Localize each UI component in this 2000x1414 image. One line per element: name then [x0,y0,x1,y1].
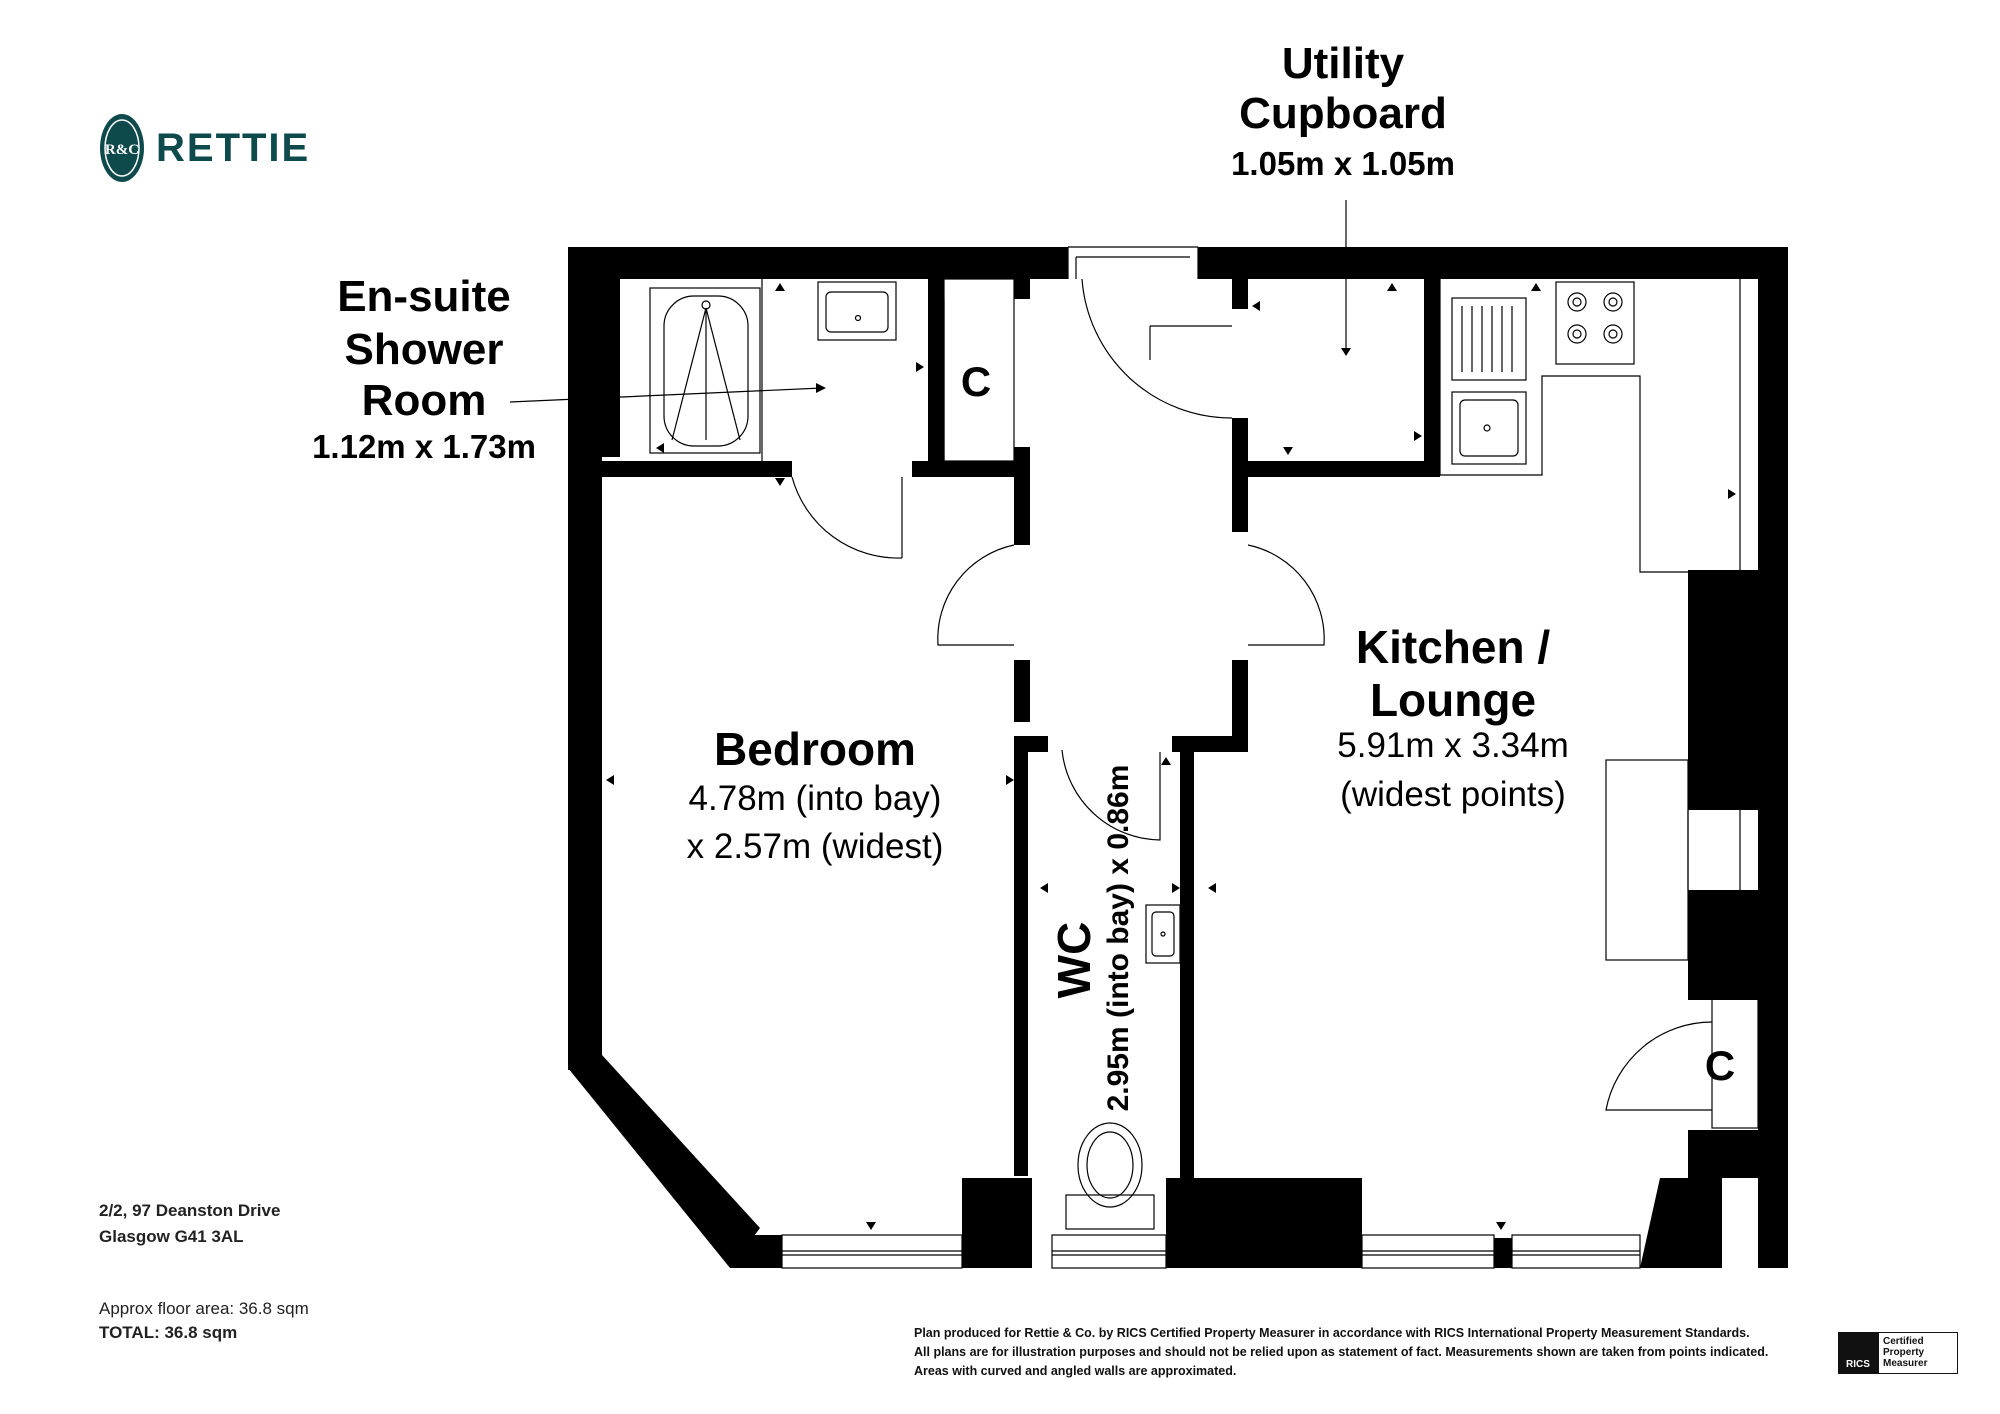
bay-wall-left [568,1055,760,1268]
disclaimer: Plan produced for Rettie & Co. by RICS C… [914,1324,1768,1381]
kitchen-dims-1: 5.91m x 3.34m [1337,726,1569,765]
kitchen-unit [1605,759,1689,961]
utility-bottom-wall [1232,461,1440,477]
bottom-wall-b [962,1178,1032,1268]
kitchen-cupboard-outline [1711,997,1759,1129]
rettie-monogram-icon: R&C [100,114,144,182]
utility-right-wall [1424,279,1440,477]
bottom-wall-a [730,1235,782,1268]
ensuite-sink [817,281,897,341]
wc-right-wall [1180,752,1194,1180]
hall-cupboard-stub [1014,279,1030,299]
utility-name-1: Utility [1282,39,1405,88]
wc-left-wall [1014,736,1028,1176]
hall-cupboard-label: C [961,358,991,405]
ensuite-right-wall [928,279,944,461]
ensuite-name-1: En-suite [337,272,511,321]
rics-line2: Property [1883,1347,1925,1358]
svg-text:R&C: R&C [105,142,139,158]
hall-wall-left-mid [1014,660,1030,722]
right-wall-base [1688,1130,1778,1178]
rics-mark-icon: RICS [1838,1332,1878,1374]
address-line1: 2/2, 97 Deanston Drive [99,1201,281,1220]
disclaimer-line1: Plan produced for Rettie & Co. by RICS C… [914,1326,1750,1340]
kitchen-sink [1451,391,1527,465]
kitchen-name-2: Lounge [1370,674,1536,726]
sink-drainer [1451,297,1527,381]
toilet-cistern [1065,1194,1155,1230]
ensuite-name-3: Room [362,376,487,425]
kitchen-cupboard-door [1605,1021,1713,1111]
total-area: TOTAL: 36.8 sqm [99,1323,238,1342]
window-mullion [1494,1238,1512,1268]
left-wall-upper [568,247,620,457]
kitchen-dims-2: (widest points) [1340,775,1566,814]
door-swings [791,246,1759,1129]
fixtures [649,279,1741,1269]
right-wall-niche-lower [1688,890,1778,1000]
bedroom-door [937,544,1015,646]
ensuite-dims: 1.12m x 1.73m [312,428,536,465]
bedroom-name: Bedroom [714,723,916,775]
ensuite-name-2: Shower [345,325,504,374]
kitchen-counter [1439,279,1741,573]
kitchen-door [1247,544,1325,646]
wc-top-right-wall [1172,736,1248,752]
address-line2: Glasgow G41 3AL [99,1227,244,1246]
right-wall-niche-upper [1688,570,1778,810]
rics-line3: Measurer [1883,1358,1928,1369]
utility-name-2: Cupboard [1239,89,1447,138]
rettie-logo: R&C RETTIE [98,112,310,184]
left-wall [568,440,602,1070]
bedroom-dims-2: x 2.57m (widest) [687,827,944,866]
top-wall-right [1198,247,1788,279]
ensuite-bottom-wall-right [912,461,1030,477]
bedroom-dims-1: 4.78m (into bay) [689,779,942,818]
toilet-bowl [1077,1122,1143,1208]
disclaimer-line2: All plans are for illustration purposes … [914,1345,1769,1359]
rics-badge: RICS Certified Property Measurer [1838,1332,1958,1374]
entrance-door-frame [1067,246,1199,279]
wc-sink [1145,904,1181,964]
wc-name: WC [1048,922,1100,999]
hob [1555,281,1635,365]
utility-wall-stub [1232,279,1248,309]
shower-tray [649,287,761,454]
hall-wall-left-upper [1014,447,1030,545]
measure-arrows [606,283,1736,1230]
wc-door [1061,749,1161,841]
rics-text: Certified Property Measurer [1878,1332,1958,1374]
entrance-door-arc [1081,278,1233,419]
ensuite-door-arc [791,476,903,559]
ensuite-bottom-wall-left [602,461,792,477]
kitchen-cupboard-label: C [1705,1042,1735,1089]
kitchen-name-1: Kitchen / [1356,621,1550,673]
outer-walls [568,247,1788,1268]
top-wall-left [568,247,1068,279]
floor-area: Approx floor area: 36.8 sqm TOTAL: 36.8 … [99,1297,309,1345]
rics-line1: Certified [1883,1336,1924,1347]
disclaimer-line3: Areas with curved and angled walls are a… [914,1364,1237,1378]
leader-lines [509,200,1347,403]
bottom-wall-c [1166,1178,1362,1268]
hall-wall-right-upper [1232,477,1248,532]
room-labels: Utility Cupboard 1.05m x 1.05m En-suite … [312,39,1735,1111]
brand-name: RETTIE [156,125,311,170]
utility-dims: 1.05m x 1.05m [1231,145,1455,182]
property-address: 2/2, 97 Deanston Drive Glasgow G41 3AL [99,1198,280,1250]
wc-dims: 2.95m (into bay) x 0.86m [1102,765,1135,1112]
bottom-wall-d [1640,1178,1722,1268]
approx-area: Approx floor area: 36.8 sqm [99,1299,309,1318]
wc-top-left-stub [1028,736,1048,752]
internal-walls [602,279,1440,1180]
shower-inner [663,295,749,447]
hall-wall-right-mid [1232,660,1248,742]
